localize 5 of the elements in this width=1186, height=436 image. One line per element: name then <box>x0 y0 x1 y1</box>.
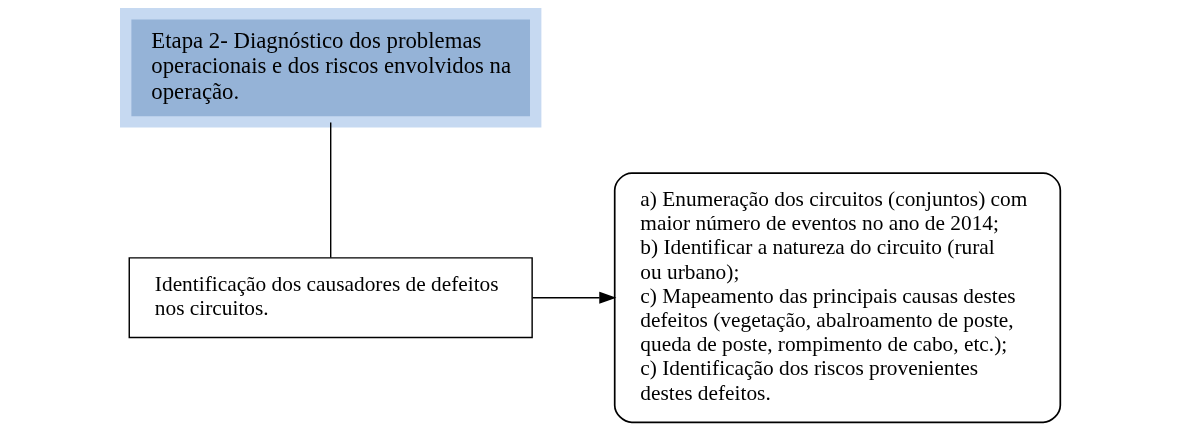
node-box: a) Enumeração dos circuitos (conjuntos) com maior número de eventos no ano de 2014; b) Identificar a natureza do circuito (rural ou urbano); c) Mapeamento das principais causas destes defeitos (vegetação, abalroamento de poste, queda de poste, rompimento de cabo, etc.); c) Identificação dos riscos provenientes destes defeitos. <box>613 172 1062 424</box>
node-box: Etapa 2- Diagnóstico dos problemas operacionais e dos riscos envolvidos na operação. <box>120 8 542 128</box>
node-box: Identificação dos causadores de defeitos nos circuitos. <box>128 257 533 339</box>
connector <box>330 121 332 259</box>
arrow <box>531 291 617 304</box>
